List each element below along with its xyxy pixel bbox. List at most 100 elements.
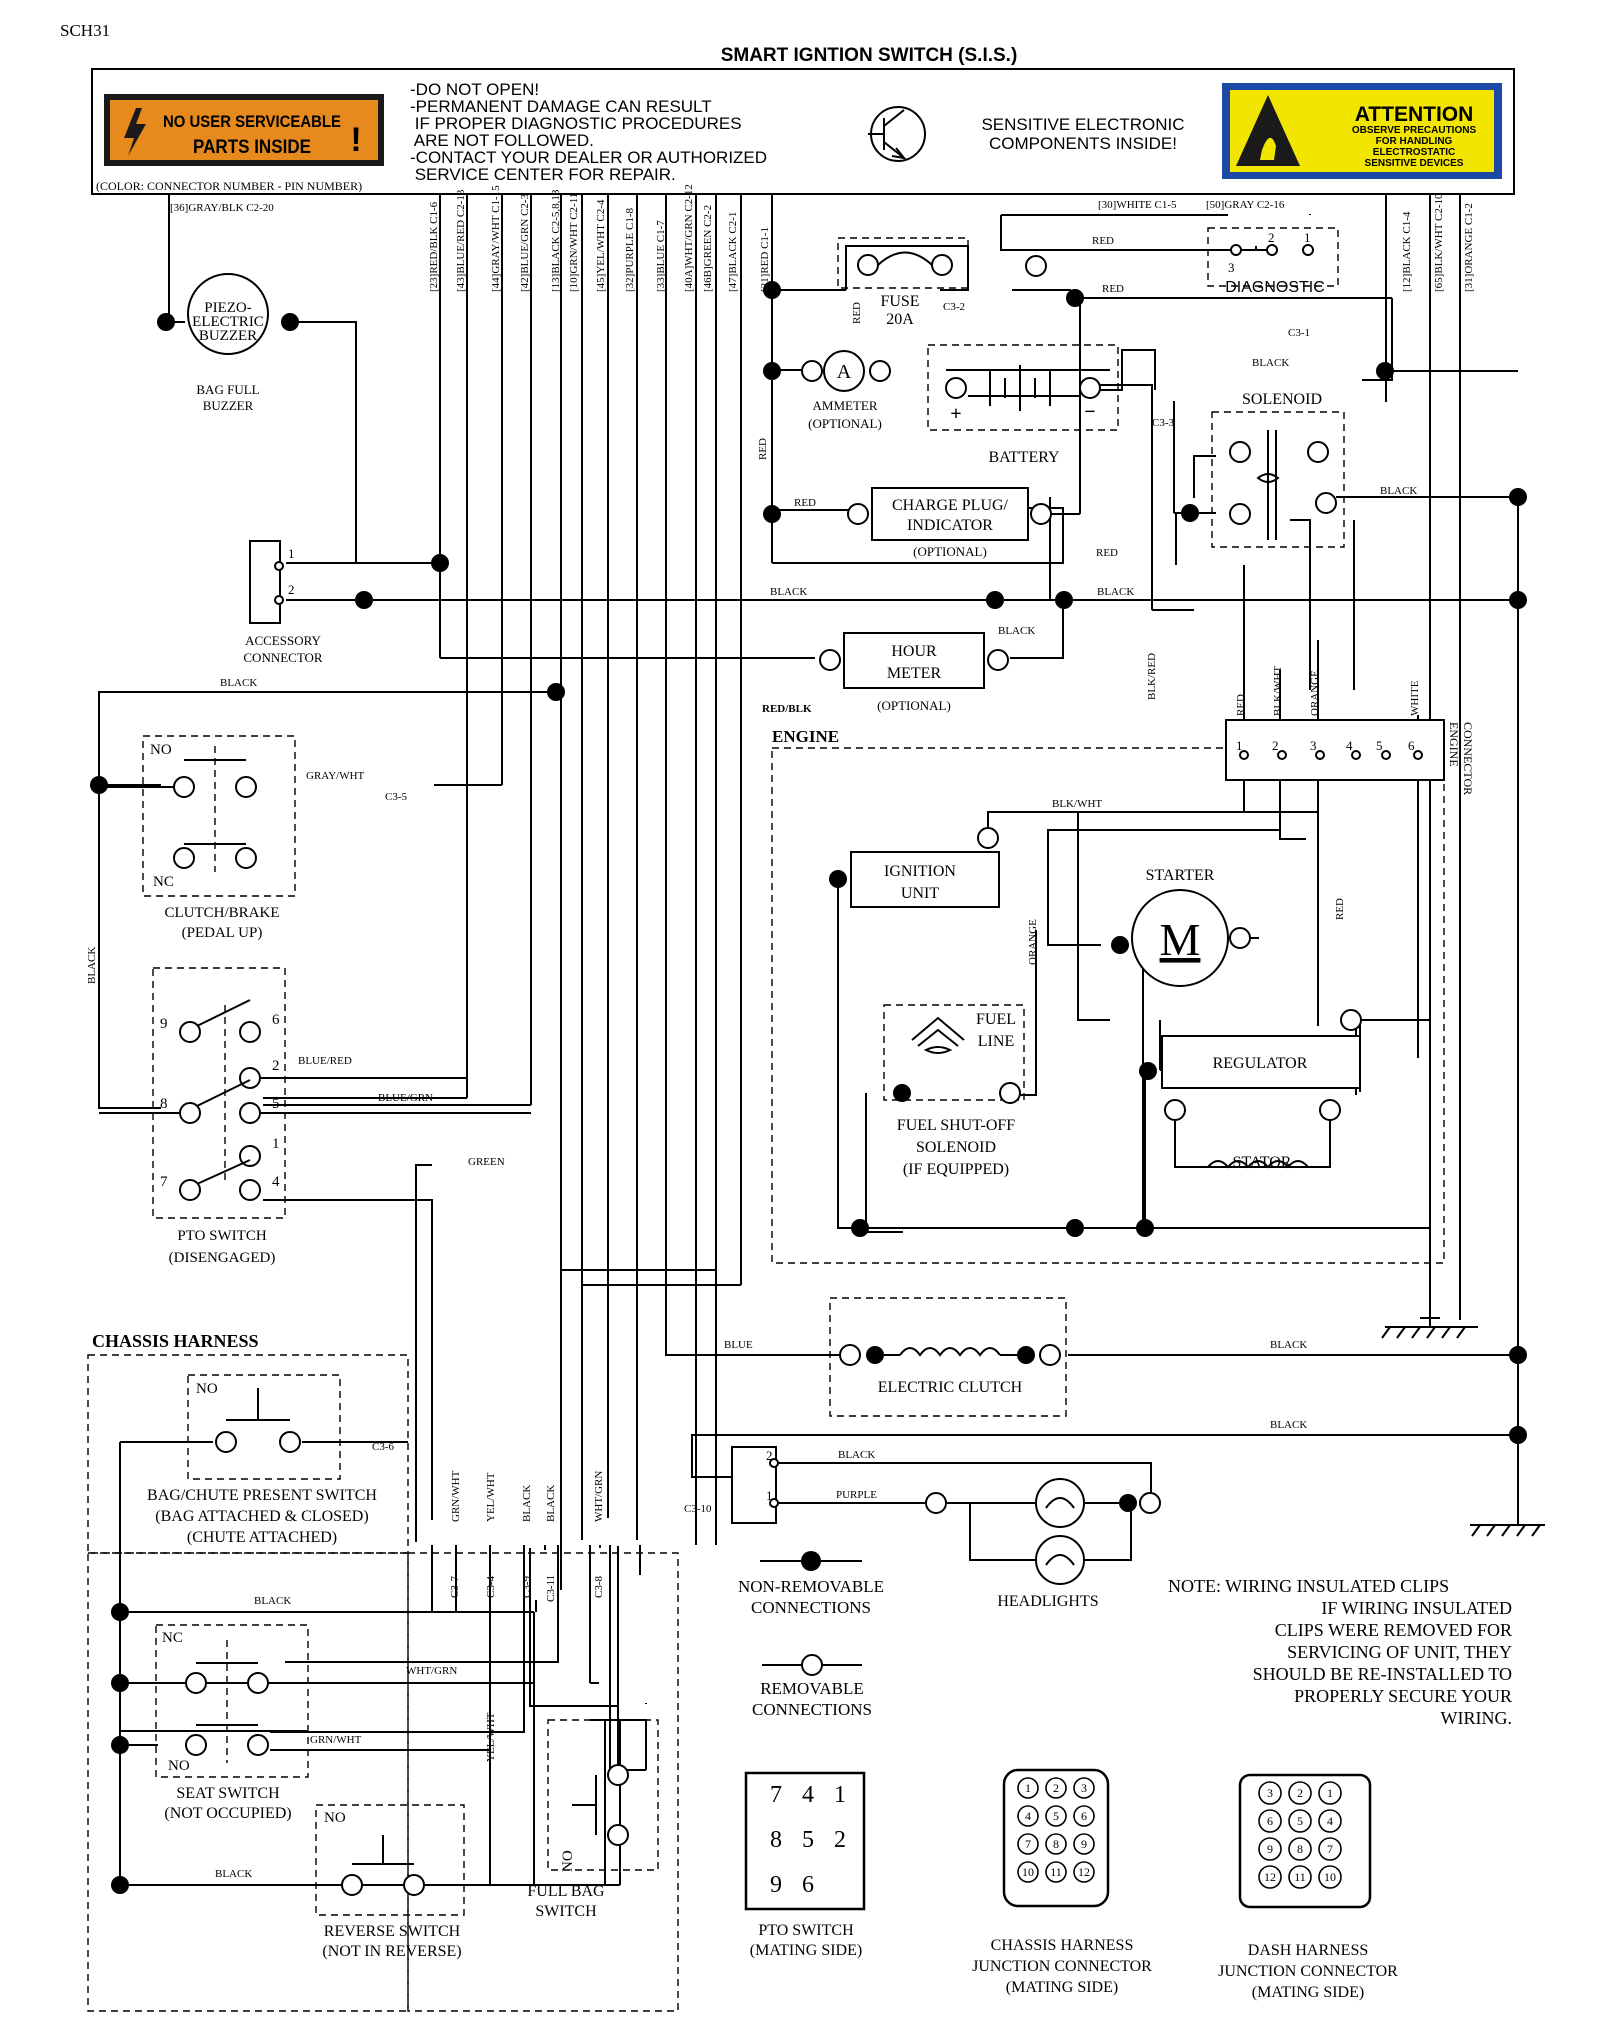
connector-pin-number: 7 [1025, 1837, 1031, 1851]
connector-pin-number: 3 [1267, 1786, 1273, 1800]
svg-text:CONNECTIONS: CONNECTIONS [751, 1598, 871, 1617]
connector-pin [1318, 1809, 1342, 1833]
warning-text: -DO NOT OPEN! -PERMANENT DAMAGE CAN RESU… [410, 80, 767, 184]
svg-text:BATTERY: BATTERY [988, 449, 1060, 466]
starter-motor [1131, 889, 1229, 987]
svg-text:C3-11: C3-11 [545, 1575, 557, 1602]
svg-text:WHT/GRN: WHT/GRN [593, 1471, 605, 1522]
svg-text:[33]BLUE C1-7: [33]BLUE C1-7 [655, 220, 667, 292]
connector-pin-number: 12 [1264, 1870, 1276, 1884]
connector-pin-number: 8 [1297, 1842, 1303, 1856]
regulator [1161, 1035, 1361, 1089]
svg-text:STARTER: STARTER [1146, 867, 1215, 884]
svg-text:AMMETER: AMMETER [813, 398, 878, 413]
svg-text:BLACK: BLACK [215, 1868, 252, 1880]
svg-text:[43]BLUE/RED C2-13: [43]BLUE/RED C2-13 [455, 189, 467, 292]
svg-text:HEADLIGHTS: HEADLIGHTS [997, 1593, 1098, 1610]
svg-text:SHOULD BE RE-INSTALLED TO: SHOULD BE RE-INSTALLED TO [1253, 1664, 1512, 1684]
svg-text:4: 4 [802, 1782, 814, 1808]
svg-text:NC: NC [162, 1630, 183, 1646]
svg-text:C3-8: C3-8 [593, 1576, 605, 1599]
pin-label: [36]GRAY/BLK C2-20 [170, 202, 274, 214]
svg-text:[47]BLACK C2-1: [47]BLACK C2-1 [727, 212, 739, 292]
svg-text:SOLENOID: SOLENOID [916, 1139, 996, 1156]
svg-text:1: 1 [272, 1136, 280, 1152]
junction-dots [90, 281, 1527, 794]
svg-text:IF PROPER DIAGNOSTIC PROCEDURE: IF PROPER DIAGNOSTIC PROCEDURES [410, 114, 742, 133]
svg-text:BLK/WHT: BLK/WHT [1272, 666, 1284, 716]
svg-text:PTO SWITCH: PTO SWITCH [177, 1228, 266, 1244]
svg-text:HOUR: HOUR [891, 643, 937, 660]
ignition-unit [850, 851, 1000, 908]
sis-module-box [91, 68, 1515, 195]
svg-text:A: A [837, 361, 852, 383]
connector-pin [1318, 1837, 1342, 1861]
connector-pin-number: 5 [1053, 1809, 1059, 1823]
svg-text:C3-10: C3-10 [684, 1503, 712, 1515]
svg-text:NC: NC [153, 874, 174, 890]
svg-text:C3-4: C3-4 [485, 1576, 497, 1599]
svg-text:5: 5 [1376, 738, 1383, 753]
connector-pin [1045, 1833, 1067, 1855]
bag-chute-switch [187, 1374, 341, 1480]
reverse-switch [315, 1804, 465, 1916]
ammeter: A AMMETER (OPTIONAL) [763, 350, 891, 431]
svg-text:C3-3: C3-3 [1152, 417, 1175, 429]
svg-text:BLUE: BLUE [724, 1339, 753, 1351]
ground-symbol [1381, 1317, 1478, 1339]
svg-text:5: 5 [802, 1827, 814, 1853]
svg-text:PURPLE: PURPLE [836, 1489, 877, 1501]
svg-text:COMPONENTS INSIDE!: COMPONENTS INSIDE! [989, 134, 1177, 153]
connector-pin-number: 2 [1053, 1781, 1059, 1795]
exclaim-icon: ! [350, 121, 361, 159]
svg-text:2: 2 [834, 1827, 846, 1853]
connector-pin [1073, 1805, 1095, 1827]
svg-text:BAG FULL: BAG FULL [196, 382, 259, 397]
svg-text:BLK/RED: BLK/RED [1146, 653, 1158, 700]
svg-text:-CONTACT YOUR DEALER OR AUTHOR: -CONTACT YOUR DEALER OR AUTHORIZED [410, 148, 767, 167]
connector-pin-number: 4 [1025, 1809, 1031, 1823]
svg-text:RED: RED [794, 497, 816, 509]
svg-text:BLUE/GRN: BLUE/GRN [378, 1092, 433, 1104]
svg-text:OBSERVE PRECAUTIONS: OBSERVE PRECAUTIONS [1352, 125, 1477, 136]
svg-text:RED: RED [1092, 235, 1114, 247]
svg-text:CHASSIS HARNESS: CHASSIS HARNESS [92, 1331, 259, 1351]
connection-legend: NON-REMOVABLE CONNECTIONS REMOVABLE CONN… [738, 1551, 884, 1719]
headlights: 2 1 HEADLIGHTS [731, 1446, 1161, 1610]
svg-text:CLIPS WERE REMOVED FOR: CLIPS WERE REMOVED FOR [1275, 1620, 1512, 1640]
svg-text:BLACK: BLACK [1380, 485, 1417, 497]
svg-text:3: 3 [1228, 260, 1235, 275]
pin-legend: (COLOR: CONNECTOR NUMBER - PIN NUMBER) [96, 179, 362, 193]
svg-text:NOTE: WIRING INSULATED CLIPS: NOTE: WIRING INSULATED CLIPS [1168, 1576, 1449, 1596]
svg-text:[23]RED/BLK C1-6: [23]RED/BLK C1-6 [428, 201, 440, 292]
svg-text:[46B]GREEN C2-2: [46B]GREEN C2-2 [702, 205, 714, 292]
connector-pin [1258, 1809, 1282, 1833]
svg-text:C3-9: C3-9 [521, 1576, 533, 1599]
svg-text:BLACK: BLACK [220, 677, 257, 689]
connector-pin [1288, 1809, 1312, 1833]
svg-text:6: 6 [802, 1872, 814, 1898]
svg-text:-DO NOT OPEN!: -DO NOT OPEN! [410, 80, 539, 99]
svg-text:IF WIRING INSULATED: IF WIRING INSULATED [1321, 1598, 1512, 1618]
svg-text:NO: NO [324, 1810, 346, 1826]
connector-pin [1288, 1781, 1312, 1805]
connector-pin [1258, 1837, 1282, 1861]
svg-text:(MATING SIDE): (MATING SIDE) [750, 1942, 862, 1959]
svg-text:CHARGE PLUG/: CHARGE PLUG/ [892, 497, 1009, 514]
svg-text:[13]BLACK C2-5,8,18: [13]BLACK C2-5,8,18 [550, 189, 562, 292]
svg-text:DIAGNOSTIC: DIAGNOSTIC [1225, 279, 1325, 296]
connector-pin [1017, 1805, 1039, 1827]
connector-pin [1258, 1865, 1282, 1889]
svg-text:NON-REMOVABLE: NON-REMOVABLE [738, 1577, 884, 1596]
svg-text:CONNECTOR: CONNECTOR [243, 650, 323, 665]
svg-text:BLACK: BLACK [254, 1595, 291, 1607]
svg-text:GRN/WHT: GRN/WHT [450, 1470, 462, 1522]
pin-label-group: [23]RED/BLK C1-6 [43]BLUE/RED C2-13 [44]… [428, 184, 1475, 292]
svg-text:PIEZO-: PIEZO- [204, 300, 252, 316]
svg-text:NO: NO [150, 742, 172, 758]
svg-text:4: 4 [272, 1174, 280, 1190]
connector-pin-number: 4 [1327, 1814, 1333, 1828]
svg-text:ENGINE: ENGINE [1447, 722, 1461, 767]
svg-text:C3-5: C3-5 [385, 791, 408, 803]
svg-text:GRN/WHT: GRN/WHT [310, 1734, 362, 1746]
